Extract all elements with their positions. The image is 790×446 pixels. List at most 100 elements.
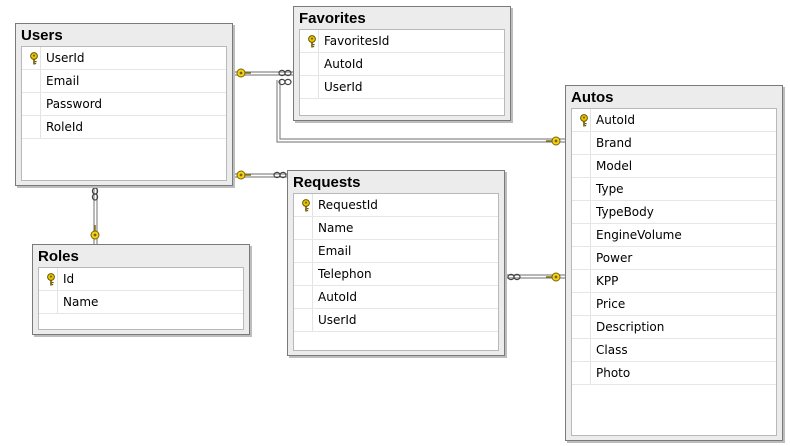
key-icon — [546, 272, 561, 282]
row-gutter — [22, 47, 41, 69]
column-row[interactable]: Name — [39, 291, 243, 314]
row-gutter — [572, 155, 591, 177]
row-gutter — [572, 362, 591, 384]
row-gutter — [294, 240, 313, 262]
column-row[interactable]: Photo — [572, 362, 776, 385]
column-row[interactable]: Email — [294, 240, 498, 263]
rel-favorites-autos[interactable] — [276, 80, 566, 143]
column-name: RoleId — [46, 120, 84, 134]
key-icon — [47, 273, 55, 286]
row-gutter — [294, 309, 313, 331]
column-name: Email — [318, 244, 352, 258]
column-row[interactable]: Telephon — [294, 263, 498, 286]
key-icon — [30, 52, 38, 65]
column-row[interactable]: FavoritesId — [300, 30, 504, 53]
key-icon — [580, 114, 588, 127]
column-name: UserId — [324, 80, 363, 94]
row-gutter — [22, 116, 41, 138]
column-name: AutoId — [318, 290, 358, 304]
column-row[interactable]: Password — [22, 93, 226, 116]
row-gutter — [572, 178, 591, 200]
one-end-markers — [90, 68, 561, 282]
column-name: AutoId — [596, 113, 636, 127]
column-name: Description — [596, 320, 665, 334]
column-row[interactable]: Type — [572, 178, 776, 201]
column-row[interactable]: Model — [572, 155, 776, 178]
key-icon — [236, 170, 251, 180]
column-row[interactable]: Email — [22, 70, 226, 93]
column-row[interactable]: Price — [572, 293, 776, 316]
infinity-icon — [278, 78, 292, 86]
row-gutter — [572, 339, 591, 361]
infinity-icon — [507, 273, 521, 281]
column-row[interactable]: AutoId — [294, 286, 498, 309]
infinity-icon — [278, 69, 292, 77]
table-title: Favorites — [299, 10, 366, 27]
column-name: Model — [596, 159, 633, 173]
column-row[interactable]: UserId — [300, 76, 504, 99]
column-row[interactable]: Brand — [572, 132, 776, 155]
table-title: Requests — [293, 174, 361, 191]
column-row[interactable]: UserId — [294, 309, 498, 332]
column-row[interactable]: AutoId — [572, 109, 776, 132]
table-title: Roles — [38, 248, 79, 265]
column-name: Telephon — [318, 267, 372, 281]
column-row[interactable]: Description — [572, 316, 776, 339]
many-end-markers — [91, 69, 521, 281]
column-name: KPP — [596, 274, 619, 288]
column-name: UserId — [46, 51, 85, 65]
column-name: FavoritesId — [324, 34, 390, 48]
column-name: Email — [46, 74, 80, 88]
column-row[interactable]: EngineVolume — [572, 224, 776, 247]
column-name: Name — [63, 295, 99, 309]
column-name: Price — [596, 297, 626, 311]
column-row[interactable]: AutoId — [300, 53, 504, 76]
column-name: UserId — [318, 313, 357, 327]
row-gutter — [300, 30, 319, 52]
column-row[interactable]: Id — [39, 268, 243, 291]
column-name: RequestId — [318, 198, 378, 212]
table-title: Autos — [571, 89, 614, 106]
row-gutter — [294, 217, 313, 239]
row-gutter — [572, 293, 591, 315]
row-gutter — [22, 70, 41, 92]
row-gutter — [572, 201, 591, 223]
row-gutter — [300, 53, 319, 75]
column-row[interactable]: TypeBody — [572, 201, 776, 224]
row-gutter — [572, 316, 591, 338]
column-name: Brand — [596, 136, 632, 150]
row-gutter — [572, 270, 591, 292]
table-title: Users — [21, 27, 63, 44]
key-icon — [90, 225, 100, 240]
column-row[interactable]: Class — [572, 339, 776, 362]
column-row[interactable]: RoleId — [22, 116, 226, 139]
column-row[interactable]: Power — [572, 247, 776, 270]
row-gutter — [572, 247, 591, 269]
column-row[interactable]: RequestId — [294, 194, 498, 217]
infinity-icon — [273, 171, 287, 179]
infinity-icon — [91, 187, 99, 201]
column-name: Photo — [596, 366, 631, 380]
row-gutter — [294, 263, 313, 285]
column-name: Class — [596, 343, 628, 357]
column-row[interactable]: Name — [294, 217, 498, 240]
row-gutter — [39, 291, 58, 313]
column-row[interactable]: KPP — [572, 270, 776, 293]
key-icon — [546, 136, 561, 146]
row-gutter — [300, 76, 319, 98]
column-row[interactable]: UserId — [22, 47, 226, 70]
column-name: Type — [596, 182, 624, 196]
row-gutter — [39, 268, 58, 290]
column-name: Power — [596, 251, 633, 265]
